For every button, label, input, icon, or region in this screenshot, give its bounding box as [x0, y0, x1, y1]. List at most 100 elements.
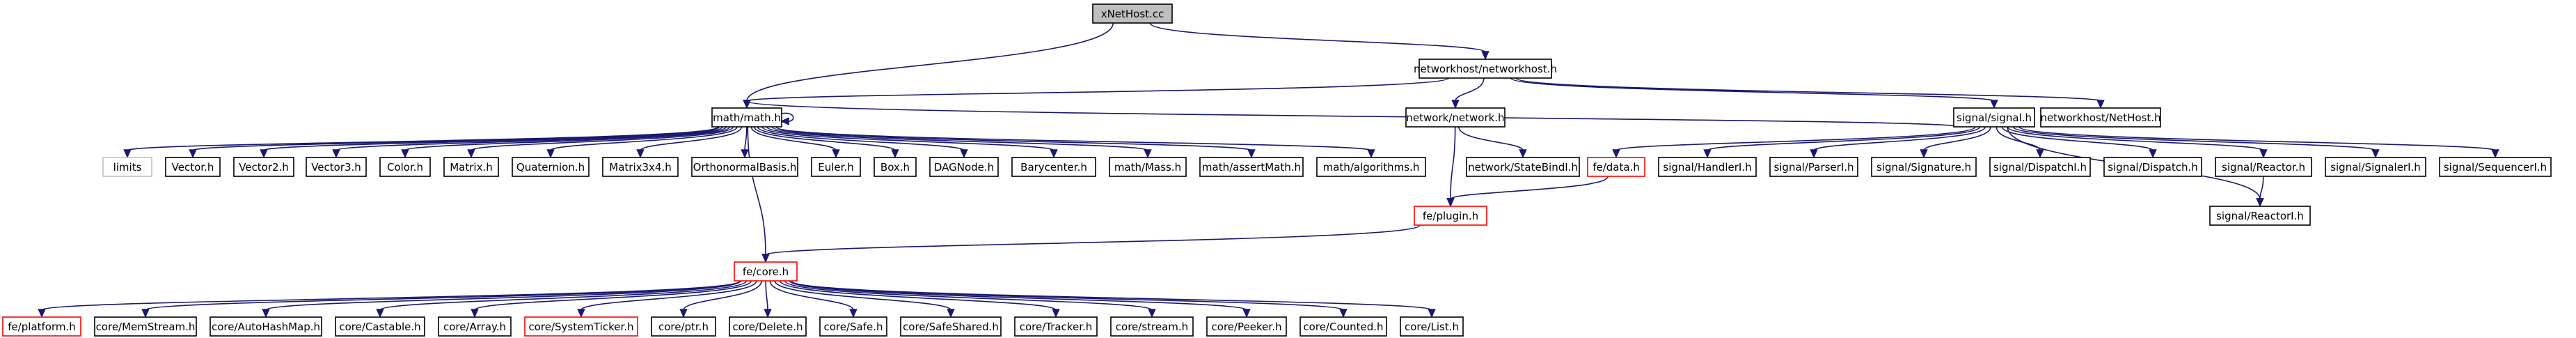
node-AutoHashMap[interactable]: core/AutoHashMap.h	[210, 316, 322, 337]
node-label: Matrix.h	[450, 161, 493, 174]
node-SignalerI[interactable]: signal/SignalerI.h	[2325, 157, 2426, 177]
node-box	[165, 157, 221, 177]
dependency-edge-math-core	[747, 126, 770, 263]
dependency-edge-math-assertMath	[771, 126, 1256, 158]
node-Tracker[interactable]: core/Tracker.h	[1014, 316, 1098, 337]
dependency-edge-core-Delete	[764, 280, 772, 318]
node-Euler[interactable]: Euler.h	[811, 157, 861, 177]
node-box	[1658, 157, 1757, 177]
node-box	[1299, 316, 1387, 337]
node-box	[900, 316, 1002, 337]
node-Box[interactable]: Box.h	[874, 157, 917, 177]
node-box	[2, 316, 81, 337]
node-assertMath[interactable]: math/assertMath.h	[1199, 157, 1304, 177]
node-Safe[interactable]: core/Safe.h	[819, 316, 887, 337]
node-Delete[interactable]: core/Delete.h	[729, 316, 807, 337]
node-Matrix3x4[interactable]: Matrix3x4.h	[602, 157, 679, 177]
node-box	[2439, 157, 2552, 177]
node-math[interactable]: math/math.h	[711, 107, 782, 128]
node-MemStream[interactable]: core/MemStream.h	[94, 316, 197, 337]
dependency-edge-signal-math	[743, 100, 1960, 128]
node-Castable[interactable]: core/Castable.h	[335, 316, 425, 337]
node-label: Vector3.h	[311, 161, 361, 174]
node-Dispatch[interactable]: signal/Dispatch.h	[2103, 157, 2202, 177]
node-label: Euler.h	[818, 161, 853, 174]
node-box	[874, 157, 917, 177]
node-Vector2[interactable]: Vector2.h	[233, 157, 294, 177]
node-label: signal/ReactorI.h	[2216, 210, 2304, 222]
node-platform[interactable]: fe/platform.h	[2, 316, 81, 337]
node-limits[interactable]: limits	[102, 157, 152, 177]
node-box	[2215, 157, 2312, 177]
node-network[interactable]: network/network.h	[1405, 107, 1506, 128]
dependency-edge-networkhost-math	[743, 77, 1449, 109]
dependency-edge-math-Vector	[189, 126, 720, 158]
node-label: signal/ParserI.h	[1773, 161, 1854, 174]
node-Orthonormal[interactable]: OrthonormalBasis.h	[691, 157, 798, 177]
node-Counted[interactable]: core/Counted.h	[1299, 316, 1387, 337]
node-HandlerI[interactable]: signal/HandlerI.h	[1658, 157, 1757, 177]
dependency-edge-signal-data	[1612, 126, 1976, 158]
dependency-edge-signal-ParserI	[1810, 126, 1986, 158]
node-Matrix[interactable]: Matrix.h	[443, 157, 499, 177]
node-box	[1414, 206, 1487, 226]
node-Signature[interactable]: signal/Signature.h	[1871, 157, 1977, 177]
node-SequencerI[interactable]: signal/SequencerI.h	[2439, 157, 2552, 177]
dependency-edge-signal-HandlerI	[1703, 126, 1981, 158]
dependency-edge-core-SystemTicker	[577, 280, 757, 318]
node-Vector3[interactable]: Vector3.h	[306, 157, 367, 177]
node-data[interactable]: fe/data.h	[1587, 157, 1645, 177]
dependency-edge-core-stream	[784, 280, 1156, 318]
node-networkhost[interactable]: networkhost/networkhost.h	[1414, 59, 1557, 79]
node-box	[1092, 3, 1173, 24]
node-label: core/Castable.h	[339, 321, 420, 333]
node-box	[1206, 316, 1287, 337]
node-label: core/List.h	[1405, 321, 1459, 333]
node-SystemTicker[interactable]: core/SystemTicker.h	[524, 316, 638, 337]
dependency-edge-math-DAGNode	[757, 126, 968, 158]
node-signal[interactable]: signal/signal.h	[1953, 107, 2035, 128]
node-label: core/Safe.h	[823, 321, 883, 333]
node-DAGNode[interactable]: DAGNode.h	[929, 157, 999, 177]
node-box	[379, 157, 431, 177]
dependency-edge-core-MemStream	[141, 280, 741, 318]
node-List[interactable]: core/List.h	[1400, 316, 1464, 337]
node-Array[interactable]: core/Array.h	[438, 316, 512, 337]
node-StateBindI[interactable]: network/StateBindI.h	[1466, 157, 1580, 177]
node-SafeShared[interactable]: core/SafeShared.h	[900, 316, 1002, 337]
dependency-edge-networkhost-network	[1451, 77, 1485, 109]
node-plugin[interactable]: fe/plugin.h	[1414, 206, 1487, 226]
node-ParserI[interactable]: signal/ParserI.h	[1769, 157, 1858, 177]
node-algorithms[interactable]: math/algorithms.h	[1316, 157, 1426, 177]
dependency-edge-networkhost-signal	[1510, 77, 1998, 109]
node-Barycenter[interactable]: Barycenter.h	[1011, 157, 1096, 177]
node-NetHost[interactable]: networkhost/NetHost.h	[2040, 107, 2161, 128]
node-label: math/assertMath.h	[1202, 161, 1301, 174]
node-box	[1316, 157, 1426, 177]
node-stream[interactable]: core/stream.h	[1110, 316, 1194, 337]
node-box	[819, 316, 887, 337]
node-ReactorI[interactable]: signal/ReactorI.h	[2209, 206, 2311, 226]
node-core[interactable]: fe/core.h	[734, 261, 798, 282]
dependency-edge-signal-SignalerI	[2012, 126, 2380, 158]
dependency-edge-math-Matrix	[467, 126, 734, 158]
node-box	[1199, 157, 1304, 177]
node-Quaternion[interactable]: Quaternion.h	[512, 157, 590, 177]
node-Reactor[interactable]: signal/Reactor.h	[2215, 157, 2312, 177]
node-Mass[interactable]: math/Mass.h	[1109, 157, 1187, 177]
dependency-edge-math-Euler	[750, 126, 840, 158]
node-label: networkhost/NetHost.h	[2040, 112, 2160, 124]
node-Peeker[interactable]: core/Peeker.h	[1206, 316, 1287, 337]
node-Color[interactable]: Color.h	[379, 157, 431, 177]
node-Vector[interactable]: Vector.h	[165, 157, 221, 177]
dependency-edge-core-AutoHashMap	[262, 280, 741, 318]
node-box	[2209, 206, 2311, 226]
dependency-edge-math-Mass	[766, 126, 1152, 158]
node-xNetHost[interactable]: xNetHost.cc	[1092, 3, 1173, 24]
node-label: limits	[113, 161, 142, 174]
node-box	[1110, 316, 1194, 337]
dependency-edge-math-Quaternion	[546, 126, 738, 158]
node-DispatchI[interactable]: signal/DispatchI.h	[1989, 157, 2091, 177]
node-ptr[interactable]: core/ptr.h	[651, 316, 716, 337]
